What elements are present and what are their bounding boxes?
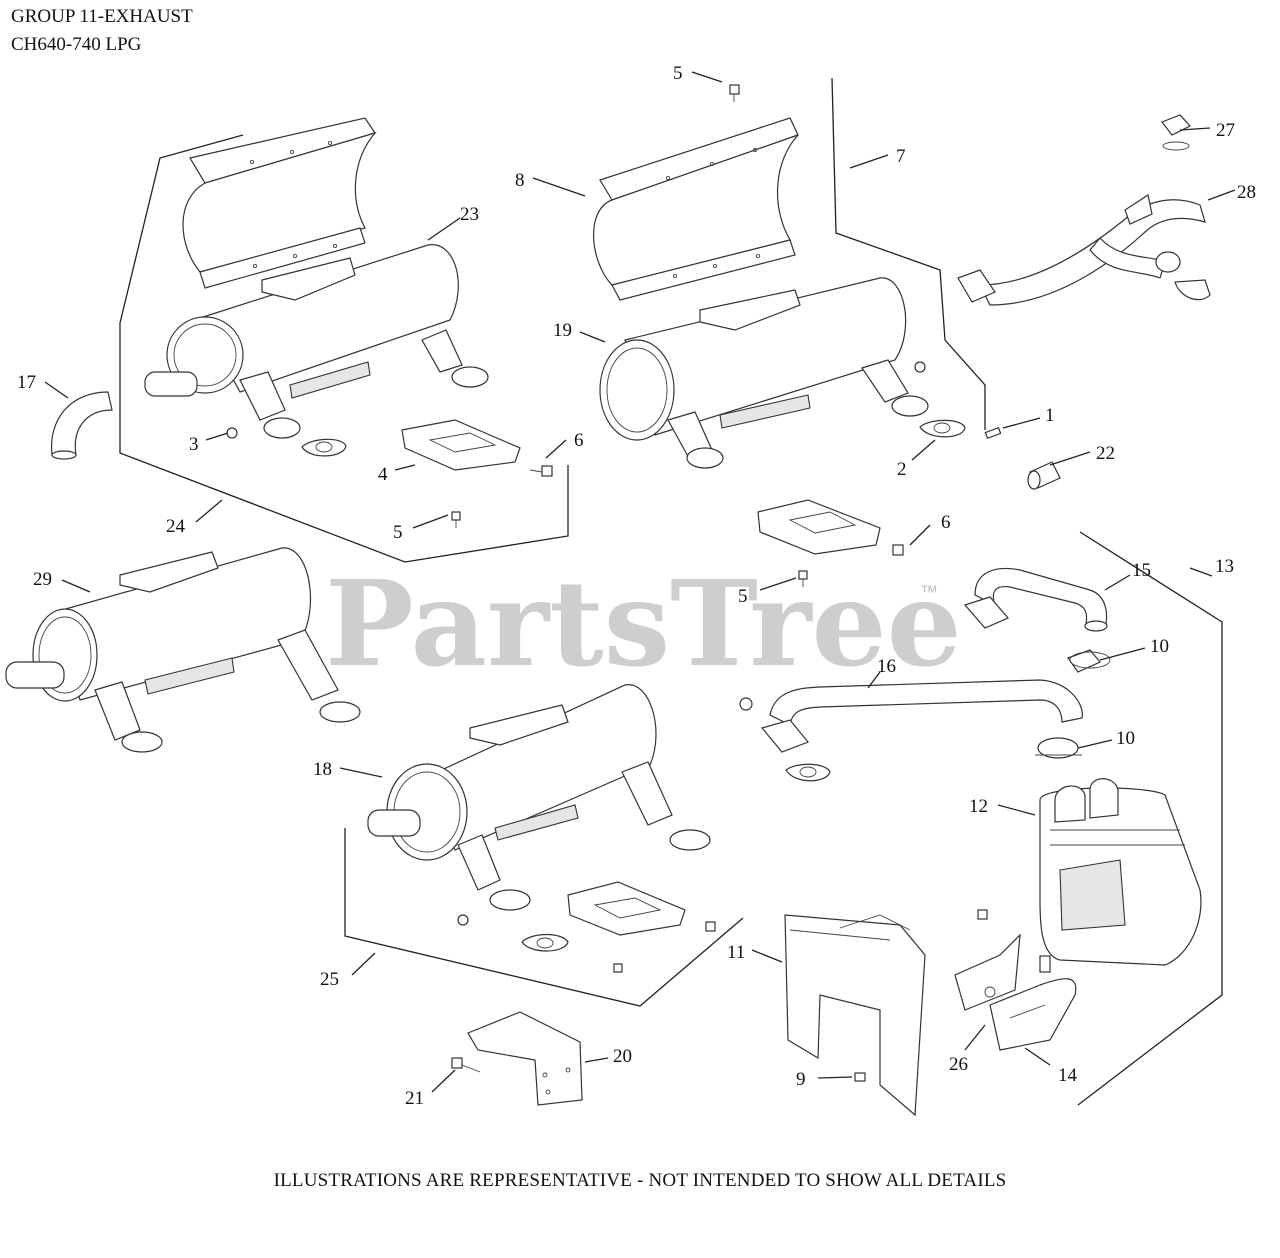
group-outline-7	[831, 77, 986, 430]
sleeve-22	[1027, 461, 1061, 490]
hardware-screw-5a	[729, 84, 740, 102]
hardware-nut-25	[457, 914, 716, 973]
mounting-bracket-4	[401, 419, 521, 471]
callout-6-upper: 6	[574, 430, 584, 451]
heat-shield-23	[182, 117, 377, 289]
hardware-screw-12	[977, 909, 988, 920]
callout-15: 15	[1132, 560, 1151, 581]
muffler-29	[5, 547, 361, 753]
callout-24: 24	[166, 516, 186, 537]
hardware-stud-1	[984, 427, 1002, 439]
callout-1: 1	[1045, 405, 1055, 426]
bracket-20	[467, 1011, 583, 1106]
callout-5-top: 5	[673, 63, 683, 84]
callout-29: 29	[33, 569, 52, 590]
diagram-group-title: GROUP 11-EXHAUST	[11, 6, 193, 27]
mounting-bracket-25	[567, 881, 686, 936]
exhaust-pipe-15	[963, 567, 1108, 632]
hardware-screw-6a	[529, 465, 553, 477]
callout-26: 26	[949, 1054, 968, 1075]
callout-5-mid: 5	[738, 586, 748, 607]
group-outline-24	[119, 134, 569, 563]
heat-shield-11	[784, 914, 926, 1117]
callout-18: 18	[313, 759, 332, 780]
muffler-19	[599, 277, 966, 469]
hardware-screw-5b	[451, 511, 461, 528]
callout-10-lower: 10	[1116, 728, 1135, 749]
callout-28: 28	[1237, 182, 1256, 203]
callout-8: 8	[515, 170, 525, 191]
callout-6-lower: 6	[941, 512, 951, 533]
callout-4: 4	[378, 464, 388, 485]
callout-17: 17	[17, 372, 36, 393]
callout-22: 22	[1096, 443, 1115, 464]
partstree-watermark: PartsTree	[325, 554, 962, 693]
callout-2: 2	[897, 459, 907, 480]
disclaimer-note: ILLUSTRATIONS ARE REPRESENTATIVE - NOT I…	[273, 1170, 1007, 1191]
hardware-screw-6b	[892, 544, 904, 556]
callout-20: 20	[613, 1046, 632, 1067]
callout-12: 12	[969, 796, 988, 817]
hardware-screw-5c	[798, 570, 808, 587]
callout-16: 16	[877, 656, 896, 677]
callout-25: 25	[320, 969, 339, 990]
clamp-10b	[1035, 737, 1082, 759]
cap-27	[1161, 114, 1191, 151]
callout-13: 13	[1215, 556, 1234, 577]
callout-3: 3	[189, 434, 199, 455]
callout-27: 27	[1216, 120, 1235, 141]
group-outline-13	[1077, 531, 1223, 1106]
bracket-14	[989, 978, 1077, 1051]
bracket-26	[954, 933, 1051, 1011]
callout-7: 7	[896, 146, 906, 167]
trademark-symbol: ™	[920, 582, 938, 602]
hardware-nut-16	[739, 697, 753, 711]
hardware-nut-3	[226, 427, 238, 439]
muffler-18	[367, 684, 711, 952]
callout-23: 23	[460, 204, 479, 225]
callout-19: 19	[553, 320, 572, 341]
clamp-10a	[1067, 649, 1111, 673]
callout-10-upper: 10	[1150, 636, 1169, 657]
bolt-21	[451, 1057, 481, 1073]
muffler-23	[144, 244, 489, 457]
heat-shield-8	[593, 117, 799, 301]
y-pipe-28	[957, 194, 1211, 306]
tail-pipe-17	[50, 391, 113, 460]
callout-14: 14	[1058, 1065, 1078, 1086]
muffler-12	[1039, 778, 1202, 966]
exhaust-pipe-16	[760, 679, 1083, 782]
hardware-screw-9	[854, 1072, 866, 1082]
callout-11: 11	[727, 942, 745, 963]
engine-model-label: CH640-740 LPG	[11, 34, 142, 55]
callout-5-left: 5	[393, 522, 403, 543]
group-outline-25	[344, 828, 744, 1007]
mounting-bracket-mid	[757, 499, 881, 555]
callout-9: 9	[796, 1069, 806, 1090]
callout-21: 21	[405, 1088, 424, 1109]
callout-leaders	[44, 71, 1236, 1093]
